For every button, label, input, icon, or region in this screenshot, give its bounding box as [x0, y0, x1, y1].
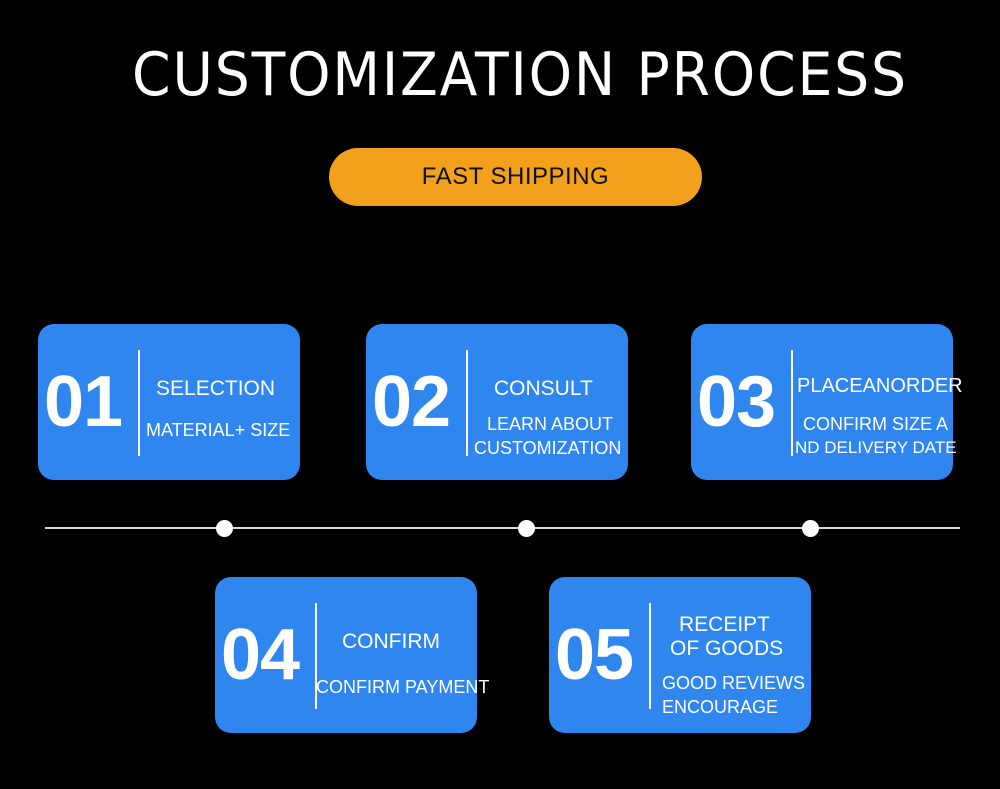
- fast-shipping-badge: FAST SHIPPING: [329, 148, 702, 206]
- step-title: SELECTION: [156, 377, 276, 400]
- timeline-dot: [518, 520, 535, 537]
- step-description-line-2: ENCOURAGE: [662, 697, 779, 717]
- page-title: CUSTOMIZATION PROCESS: [132, 40, 908, 110]
- step-card-04: 04 CONFIRM CONFIRM PAYMENT: [215, 577, 489, 733]
- step-description-line-1: LEARN ABOUT: [487, 414, 614, 434]
- step-card-02: 02 CONSULT LEARN ABOUT CUSTOMIZATION: [366, 324, 628, 480]
- timeline-line: [45, 527, 960, 529]
- timeline-dot: [216, 520, 233, 537]
- step-divider: [315, 603, 317, 709]
- timeline-dot: [802, 520, 819, 537]
- step-divider: [791, 350, 793, 456]
- step-title-line-2: OF GOODS: [670, 637, 784, 660]
- step-number: 02: [372, 362, 451, 442]
- step-description-line-1: GOOD REVIEWS: [662, 673, 806, 693]
- step-title: CONFIRM: [342, 630, 440, 653]
- step-title: PLACEANORDER: [797, 375, 963, 397]
- step-number: 01: [44, 362, 123, 442]
- step-title-line-1: RECEIPT: [679, 613, 771, 636]
- fast-shipping-label: FAST SHIPPING: [421, 163, 610, 190]
- step-number: 05: [555, 615, 634, 695]
- step-card-03: 03 PLACEANORDER CONFIRM SIZE A ND DELIVE…: [691, 324, 963, 480]
- step-card-05: 05 RECEIPT OF GOODS GOOD REVIEWS ENCOURA…: [549, 577, 811, 733]
- step-card-01: 01 SELECTION MATERIAL+ SIZE: [38, 324, 300, 480]
- step-number: 04: [221, 615, 300, 695]
- step-divider: [649, 603, 651, 709]
- step-number: 03: [697, 362, 776, 442]
- step-divider: [466, 350, 468, 456]
- step-description-line-2: ND DELIVERY DATE: [795, 438, 957, 457]
- step-description: CONFIRM PAYMENT: [316, 677, 490, 697]
- step-description-line-2: CUSTOMIZATION: [474, 438, 622, 458]
- step-title: CONSULT: [494, 377, 593, 400]
- step-divider: [138, 350, 140, 456]
- step-description-line-1: CONFIRM SIZE A: [803, 414, 949, 434]
- step-description: MATERIAL+ SIZE: [146, 420, 291, 440]
